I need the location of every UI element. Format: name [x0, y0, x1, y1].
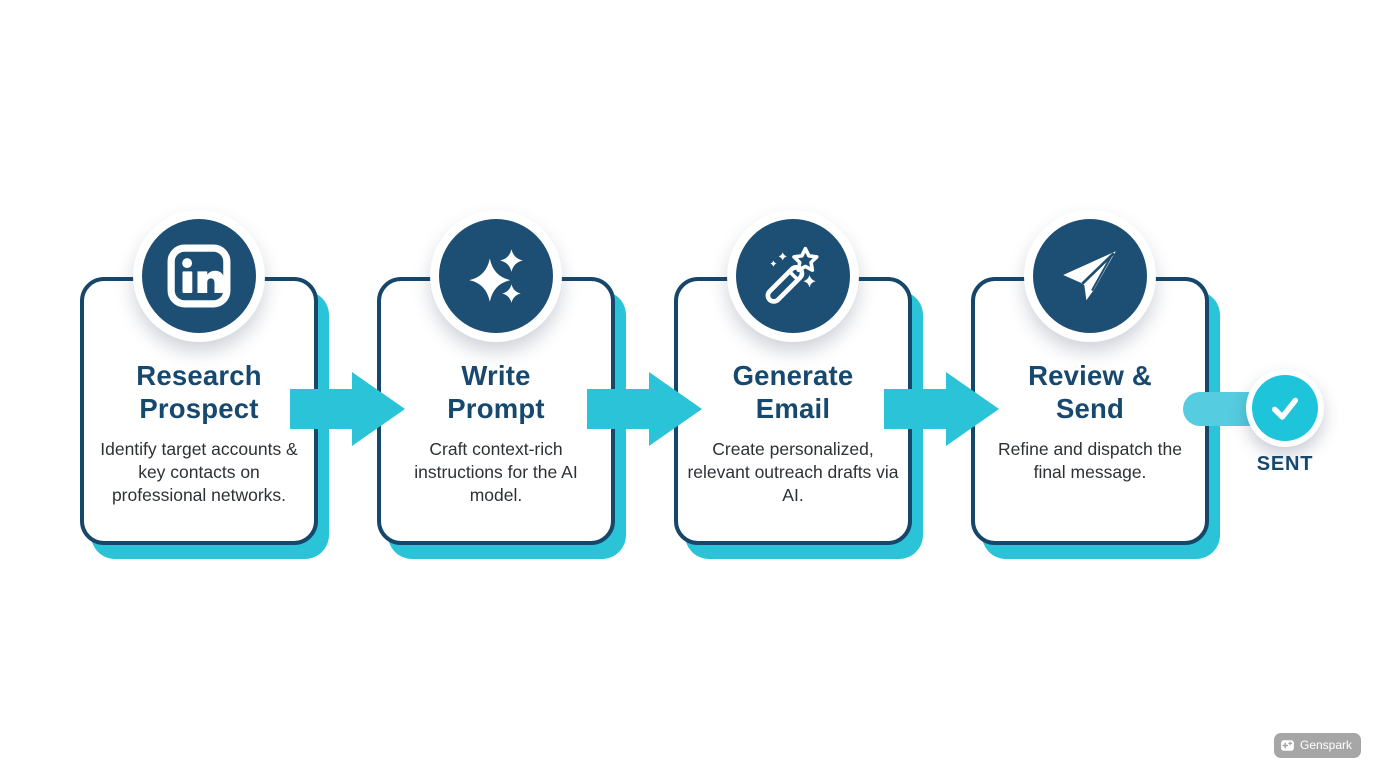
linkedin-icon — [133, 210, 265, 342]
step-description: Craft context-rich instructions for the … — [414, 439, 578, 505]
step-description: Refine and dispatch the final message. — [998, 439, 1182, 482]
sparkles-icon — [430, 210, 562, 342]
step-description: Create personalized, relevant outreach d… — [687, 439, 899, 505]
arrow-right-icon — [290, 372, 405, 446]
magic-wand-icon — [727, 210, 859, 342]
checkmark-icon — [1246, 369, 1324, 447]
step-title: Review &Send — [1028, 360, 1152, 424]
genspark-logo-icon — [1281, 740, 1294, 751]
step-review-send: Review &Send Refine and dispatch the fin… — [971, 210, 1220, 559]
genspark-watermark: Genspark — [1274, 733, 1362, 758]
step-description: Identify target accounts & key contacts … — [100, 439, 298, 505]
arrow-right-icon — [587, 372, 702, 446]
sent-label: SENT — [1256, 453, 1314, 475]
watermark-label: Genspark — [1300, 738, 1353, 752]
paper-plane-icon — [1024, 210, 1156, 342]
arrow-right-icon — [884, 372, 999, 446]
